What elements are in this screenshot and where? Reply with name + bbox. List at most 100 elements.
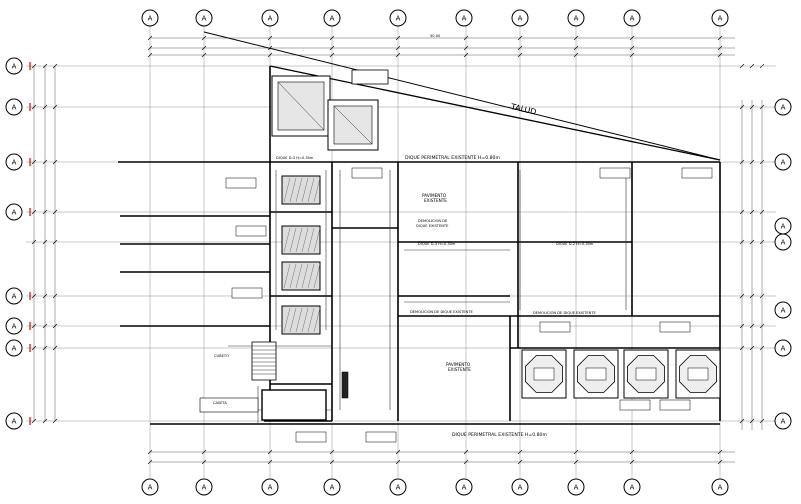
hatch bbox=[301, 307, 309, 333]
dimension-tick bbox=[329, 459, 335, 465]
dimension-tick bbox=[759, 418, 765, 424]
grid-bubble-label: A bbox=[574, 484, 579, 492]
equipment bbox=[341, 371, 349, 399]
grid-bubble: A bbox=[5, 98, 23, 116]
talud-line bbox=[203, 31, 721, 161]
dimension-tick bbox=[31, 239, 37, 245]
grid-bubble: A bbox=[141, 9, 159, 27]
grid-bubble-label: A bbox=[462, 484, 467, 492]
tank-block bbox=[281, 305, 321, 335]
hatch bbox=[301, 177, 309, 203]
dimension-tick bbox=[717, 35, 723, 41]
grid-bubble-label: A bbox=[781, 307, 786, 315]
cubeto-label: CUBETO bbox=[214, 354, 229, 358]
grid-bubble: A bbox=[5, 57, 23, 75]
dimension-tick bbox=[201, 52, 207, 58]
hatch bbox=[307, 177, 315, 203]
demolicion-top-label: DEMOLICION DE bbox=[418, 219, 448, 223]
grid-bubble-circle bbox=[774, 98, 792, 116]
grid-bubble-circle bbox=[323, 478, 341, 496]
grid-bubble: A bbox=[711, 9, 729, 27]
grid-bubble-label: A bbox=[12, 293, 17, 301]
grid-bubble-circle bbox=[774, 153, 792, 171]
dimension-tick bbox=[517, 459, 523, 465]
dimension-tick bbox=[147, 45, 153, 51]
grid-bubble-circle bbox=[774, 301, 792, 319]
grid-bubble: A bbox=[774, 98, 792, 116]
grid-bubble: A bbox=[567, 9, 585, 27]
tanks bbox=[199, 69, 721, 443]
hatch bbox=[307, 227, 315, 253]
grid-bubble: A bbox=[511, 9, 529, 27]
grid-bubble-circle bbox=[5, 98, 23, 116]
tank-block bbox=[281, 175, 321, 205]
dimension-tick bbox=[395, 52, 401, 58]
dimension-tick bbox=[42, 159, 48, 165]
grid-bubble-label: A bbox=[718, 15, 723, 23]
grid-bubble-circle bbox=[774, 339, 792, 357]
grid-bubble: A bbox=[323, 478, 341, 496]
grid-bubble-label: A bbox=[148, 484, 153, 492]
grid-bubble-label: A bbox=[330, 484, 335, 492]
dimension-tick bbox=[329, 45, 335, 51]
dimension-tick bbox=[759, 209, 765, 215]
grid-bubble-label: A bbox=[781, 104, 786, 112]
grid-bubble: A bbox=[261, 478, 279, 496]
grid-bubble-circle bbox=[623, 478, 641, 496]
grid-bubble: A bbox=[5, 153, 23, 171]
dimension-tick bbox=[42, 323, 48, 329]
dimension-tick bbox=[749, 63, 755, 69]
callout-box bbox=[539, 321, 571, 333]
grid-bubble-label: A bbox=[396, 15, 401, 23]
dimension-tick bbox=[201, 459, 207, 465]
grid-bubble: A bbox=[567, 478, 585, 496]
grid-bubble-circle bbox=[5, 317, 23, 335]
grid-bubble-label: A bbox=[268, 15, 273, 23]
dimension-tick bbox=[739, 239, 745, 245]
grid-bubble-label: A bbox=[202, 484, 207, 492]
grid-bubble-circle bbox=[455, 9, 473, 27]
dimension-tick bbox=[42, 209, 48, 215]
callout-box bbox=[295, 431, 327, 443]
dimension-tick bbox=[739, 63, 745, 69]
grid-bubble-circle bbox=[455, 478, 473, 496]
tank-diagonal bbox=[333, 105, 373, 145]
dimension-tick bbox=[147, 52, 153, 58]
grid-bubble-circle bbox=[711, 478, 729, 496]
dim-total-label: 50.00 bbox=[430, 34, 441, 38]
dimension-tick bbox=[749, 104, 755, 110]
dimension-tick bbox=[52, 293, 58, 299]
dimension-tick bbox=[395, 459, 401, 465]
grid-bubble: A bbox=[511, 478, 529, 496]
dimension-tick bbox=[739, 209, 745, 215]
dimension-tick bbox=[749, 345, 755, 351]
dimension-tick bbox=[395, 45, 401, 51]
tank-diagonal bbox=[277, 81, 325, 131]
dimension-lines bbox=[29, 35, 765, 465]
dimension-tick bbox=[52, 418, 58, 424]
dimension-tick bbox=[739, 159, 745, 165]
hatch bbox=[313, 307, 321, 333]
dimension-tick bbox=[749, 209, 755, 215]
tank-block bbox=[281, 261, 321, 291]
grid-bubble-circle bbox=[511, 478, 529, 496]
grid-bubble-label: A bbox=[781, 239, 786, 247]
grid-bubble: A bbox=[5, 317, 23, 335]
grid-bubble-label: A bbox=[12, 323, 17, 331]
grid-bubble-circle bbox=[389, 9, 407, 27]
grid-bubble-label: A bbox=[12, 159, 17, 167]
dimension-tick bbox=[201, 35, 207, 41]
dimension-tick bbox=[42, 104, 48, 110]
dimension-tick bbox=[329, 35, 335, 41]
hatch bbox=[313, 227, 321, 253]
grid-bubble-label: A bbox=[268, 484, 273, 492]
grid-bubble-label: A bbox=[630, 484, 635, 492]
dimension-tick bbox=[739, 323, 745, 329]
dimension-tick bbox=[717, 45, 723, 51]
dimension-tick bbox=[739, 104, 745, 110]
dimension-tick bbox=[42, 293, 48, 299]
callout-box bbox=[659, 399, 691, 411]
dimension-tick bbox=[31, 345, 37, 351]
pavimento-1-label: PAVIMENTO bbox=[422, 193, 447, 198]
grid-bubble-label: A bbox=[630, 15, 635, 23]
